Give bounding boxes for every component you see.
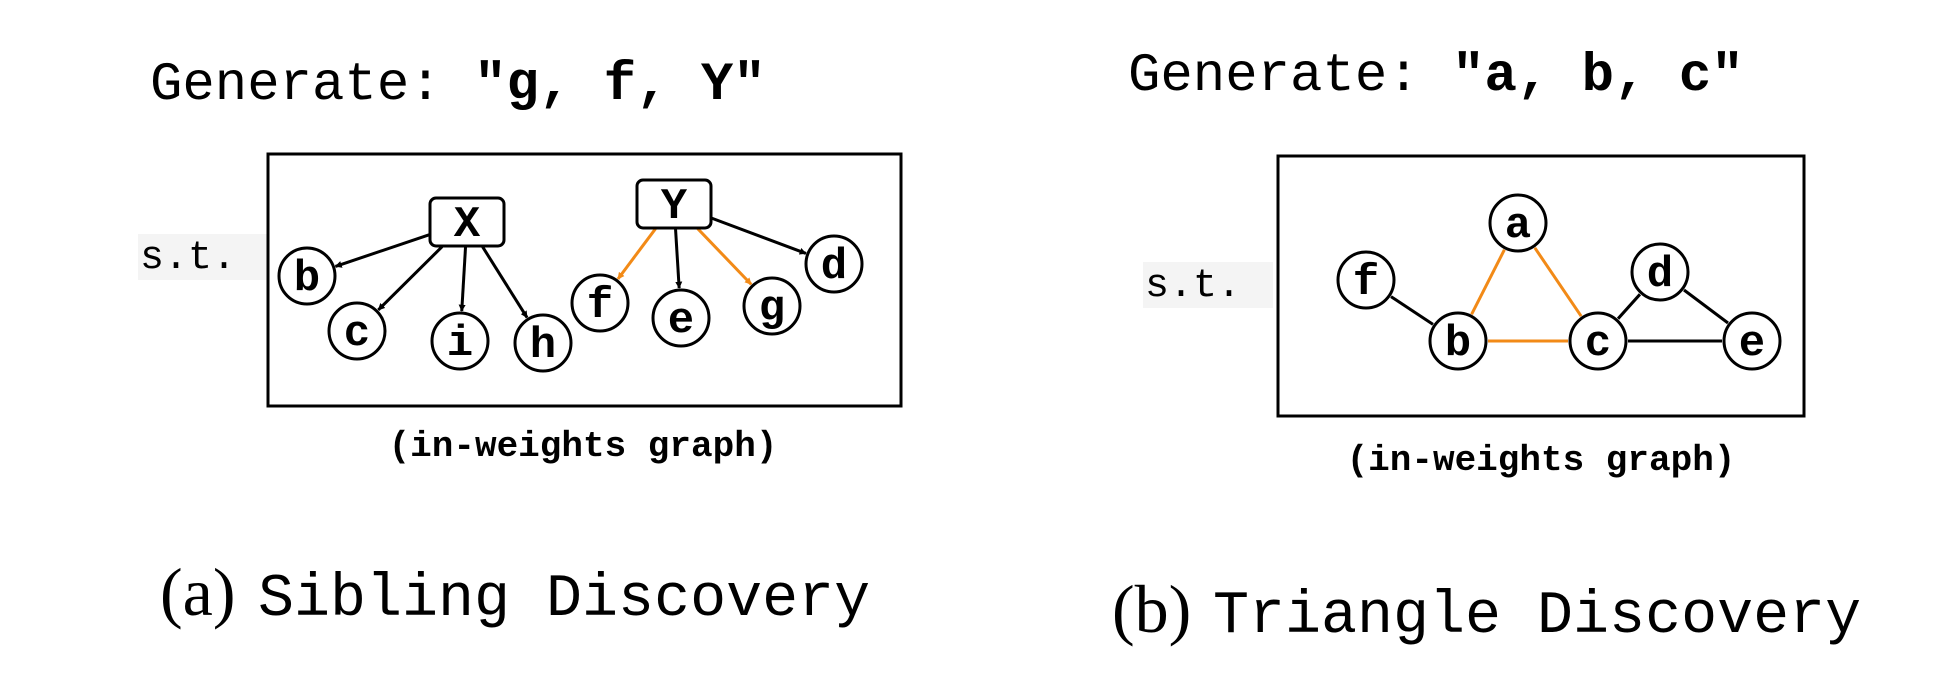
generate-prompt-triangle: Generate: "a, b, c" — [1128, 46, 1744, 107]
node-label-X: X — [454, 200, 481, 250]
caption-letter-triangle: (b) — [1112, 571, 1191, 647]
node-circle-e — [651, 288, 711, 348]
generate-prefix-triangle: Generate: — [1128, 46, 1452, 107]
caption-title-triangle: Triangle Discovery — [1213, 583, 1861, 651]
edge-f-b — [1390, 295, 1434, 326]
node-circle-i — [430, 311, 490, 371]
edges-triangle — [1390, 246, 1729, 343]
panel-triangle: Generate: "a, b, c" s.t. a f d b c e (in-weig… — [1112, 46, 1861, 651]
graph-frame-sibling — [266, 152, 903, 408]
node-circle-a — [1488, 193, 1548, 253]
graph-caption-sibling: (in-weights graph) — [389, 426, 778, 467]
node-label-c: c — [344, 309, 370, 359]
node-label-a: a — [1505, 201, 1531, 251]
graph-frame-triangle — [1276, 154, 1806, 418]
node-d: d — [804, 234, 864, 294]
node-label-f: f — [587, 281, 613, 331]
edge-X-h — [481, 246, 529, 319]
node-label-b: b — [1445, 319, 1471, 369]
node-label-e: e — [1739, 319, 1765, 369]
caption-letter-sibling: (a) — [160, 554, 235, 630]
st-label-sibling: s.t. — [140, 236, 236, 281]
node-c: c — [327, 301, 387, 361]
node-label-Y: Y — [661, 182, 688, 232]
node-h: h — [513, 313, 573, 373]
edges-sibling — [334, 216, 807, 319]
generate-target-triangle: "a, b, c" — [1452, 46, 1744, 107]
edge-X-i — [458, 246, 468, 312]
node-circle-g — [742, 276, 802, 336]
edge-X-c — [377, 245, 444, 311]
node-circle-d — [1630, 242, 1690, 302]
node-X: X — [428, 196, 506, 250]
node-label-b: b — [294, 254, 320, 304]
node-circle-b — [1428, 311, 1488, 371]
edge-X-b — [334, 233, 430, 268]
edge-a-c-highlighted — [1533, 246, 1583, 318]
generate-prompt-sibling: Generate: "g, f, Y" — [150, 55, 766, 116]
node-circle-b — [277, 246, 337, 306]
node-label-g: g — [759, 284, 785, 334]
node-box-X — [428, 196, 506, 248]
node-i: i — [430, 311, 490, 371]
edge-c-d — [1616, 293, 1642, 320]
node-box-Y — [635, 178, 713, 230]
node-circle-h — [513, 313, 573, 373]
node-circle-e — [1722, 311, 1782, 371]
node-a: a — [1488, 193, 1548, 253]
node-c: c — [1568, 311, 1628, 371]
panel-sibling: Generate: "g, f, Y" s.t. X Ybc i hf e gd (in-… — [138, 55, 903, 634]
edge-Y-g-highlighted — [696, 227, 753, 286]
node-b: b — [1428, 311, 1488, 371]
st-background-sibling — [138, 234, 268, 280]
edge-Y-d — [711, 216, 807, 255]
node-e: e — [651, 288, 711, 348]
nodes-triangle: a f d b c e — [1336, 193, 1782, 371]
edge-a-b-highlighted — [1470, 249, 1506, 315]
st-label-triangle: s.t. — [1145, 264, 1241, 309]
node-label-d: d — [821, 242, 847, 292]
edge-d-e — [1683, 288, 1729, 325]
node-circle-d — [804, 234, 864, 294]
nodes-sibling: X Ybc i hf e gd — [277, 178, 864, 373]
st-background-triangle — [1143, 262, 1273, 308]
edge-Y-f-highlighted — [616, 227, 657, 280]
node-label-c: c — [1585, 319, 1611, 369]
node-g: g — [742, 276, 802, 336]
node-label-e: e — [668, 296, 694, 346]
node-b: b — [277, 246, 337, 306]
node-f: f — [1336, 250, 1396, 310]
node-label-h: h — [530, 321, 556, 371]
node-circle-c — [327, 301, 387, 361]
caption-title-sibling: Sibling Discovery — [258, 566, 870, 634]
edge-Y-e — [674, 228, 683, 289]
node-f: f — [570, 273, 630, 333]
node-label-i: i — [447, 319, 473, 369]
node-d: d — [1630, 242, 1690, 302]
node-circle-f — [570, 273, 630, 333]
node-label-d: d — [1647, 250, 1673, 300]
node-e: e — [1722, 311, 1782, 371]
generate-target-sibling: "g, f, Y" — [474, 55, 766, 116]
node-Y: Y — [635, 178, 713, 232]
graph-caption-triangle: (in-weights graph) — [1347, 440, 1736, 481]
node-circle-c — [1568, 311, 1628, 371]
generate-prefix-sibling: Generate: — [150, 55, 474, 116]
node-label-f: f — [1353, 258, 1379, 308]
node-circle-f — [1336, 250, 1396, 310]
